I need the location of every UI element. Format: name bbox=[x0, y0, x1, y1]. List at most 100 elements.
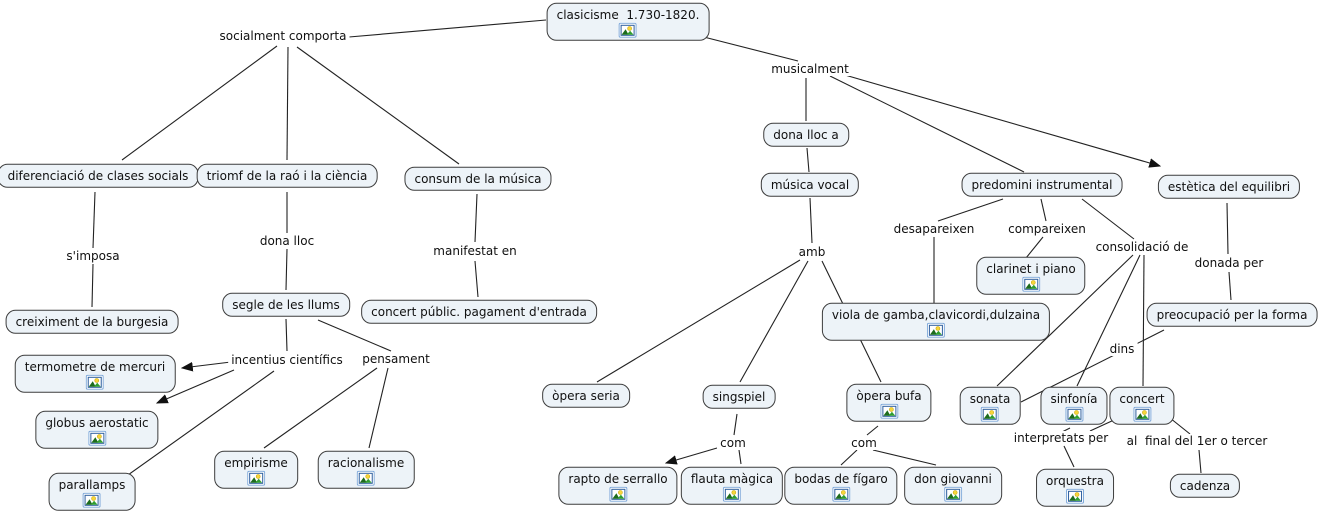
edge-singspiel-com bbox=[733, 413, 738, 436]
image-attachment-icon[interactable] bbox=[944, 487, 962, 502]
concept-orquestra[interactable]: orquestra bbox=[1036, 468, 1114, 508]
image-attachment-icon[interactable] bbox=[86, 375, 104, 390]
concept-label: música vocal bbox=[770, 177, 850, 192]
edge-operabufa-com2 bbox=[866, 425, 879, 436]
image-attachment-icon[interactable] bbox=[619, 23, 637, 38]
concept-label: racionalisme bbox=[327, 455, 405, 470]
linking-phrase-compareixen[interactable]: compareixen bbox=[1005, 222, 1089, 236]
concept-consum-de-la-musica[interactable]: consum de la música bbox=[404, 166, 552, 192]
image-attachment-icon[interactable] bbox=[927, 323, 945, 338]
concept-sinfonia[interactable]: sinfonía bbox=[1040, 386, 1108, 426]
concept-clarinet-i-piano[interactable]: clarinet i piano bbox=[976, 256, 1086, 296]
linking-phrase-dona-lloc[interactable]: dona lloc bbox=[256, 234, 318, 248]
linking-phrase-consolidacio-de[interactable]: consolidació de bbox=[1092, 240, 1192, 254]
concept-label: viola de gamba,clavicordi,dulzaina bbox=[831, 307, 1041, 322]
linking-phrase-musicalment[interactable]: musicalment bbox=[768, 62, 852, 76]
image-attachment-icon[interactable] bbox=[1065, 407, 1083, 422]
image-attachment-icon[interactable] bbox=[83, 493, 101, 508]
image-attachment-icon[interactable] bbox=[981, 407, 999, 422]
concept-label: orquestra bbox=[1046, 473, 1104, 488]
edge-musicalment-estetica bbox=[837, 72, 1162, 168]
concept-concert[interactable]: concert bbox=[1109, 386, 1175, 426]
image-attachment-icon[interactable] bbox=[357, 471, 375, 486]
concept-sonata[interactable]: sonata bbox=[959, 386, 1021, 426]
image-attachment-icon[interactable] bbox=[723, 487, 741, 502]
concept-opera-bufa[interactable]: òpera bufa bbox=[846, 383, 932, 423]
concept-label: concert públic. pagament d'entrada bbox=[371, 304, 587, 319]
linking-phrase-com-singspiel[interactable]: com bbox=[717, 436, 749, 450]
concept-triomf-de-la-rao[interactable]: triomf de la raó i la ciència bbox=[196, 163, 378, 189]
concept-label: dona lloc a bbox=[773, 127, 839, 142]
image-attachment-icon[interactable] bbox=[1133, 407, 1151, 422]
image-attachment-icon[interactable] bbox=[609, 487, 627, 502]
concept-label: clasicisme 1.730-1820. bbox=[556, 7, 700, 22]
edge-concert-alfinal bbox=[1169, 417, 1191, 435]
image-attachment-icon[interactable] bbox=[1066, 489, 1084, 504]
image-attachment-icon[interactable] bbox=[88, 431, 106, 446]
image-attachment-icon[interactable] bbox=[880, 404, 898, 419]
concept-opera-seria[interactable]: òpera seria bbox=[542, 383, 630, 409]
edge-com-flauta bbox=[738, 449, 742, 465]
edge-com2-dongiovanni bbox=[872, 449, 937, 466]
concept-label: termometre de mercuri bbox=[24, 359, 166, 374]
linking-phrase-simposa[interactable]: s'imposa bbox=[63, 249, 123, 263]
concept-label: creiximent de la burgesia bbox=[15, 314, 169, 329]
concept-creiximent-de-la-burgesia[interactable]: creiximent de la burgesia bbox=[5, 309, 179, 335]
image-attachment-icon[interactable] bbox=[247, 471, 265, 486]
concept-racionalisme[interactable]: racionalisme bbox=[317, 450, 415, 490]
edge-compareixen-clarinet bbox=[1025, 236, 1044, 259]
concept-clasicisme[interactable]: clasicisme 1.730-1820. bbox=[546, 2, 710, 42]
edges-group bbox=[91, 19, 1232, 481]
edge-interpretats-orquestra bbox=[1063, 445, 1075, 468]
linking-phrase-incentius-cientifics[interactable]: incentius científics bbox=[228, 353, 346, 367]
linking-phrase-pensament[interactable]: pensament bbox=[359, 352, 433, 366]
edge-clasicisme-musicalment bbox=[691, 33, 799, 62]
linking-phrase-com-operabufa[interactable]: com bbox=[848, 436, 880, 450]
concept-flauta-magica[interactable]: flauta màgica bbox=[680, 466, 784, 506]
concept-termometre-de-mercuri[interactable]: termometre de mercuri bbox=[14, 354, 176, 394]
concept-segle-de-les-llums[interactable]: segle de les llums bbox=[222, 292, 350, 318]
concept-musica-vocal[interactable]: música vocal bbox=[760, 172, 860, 198]
concept-don-giovanni[interactable]: don giovanni bbox=[904, 466, 1002, 506]
concept-label: globus aerostatic bbox=[45, 415, 149, 430]
concept-predomini-instrumental[interactable]: predomini instrumental bbox=[961, 172, 1123, 198]
linking-phrase-al-final-del-1er-o-tercer[interactable]: al final del 1er o tercer bbox=[1123, 434, 1271, 448]
concept-parallamps[interactable]: parallamps bbox=[48, 472, 136, 512]
edge-amb-singspiel bbox=[739, 260, 809, 383]
concept-estetica-del-equilibri[interactable]: estètica del equilibri bbox=[1157, 174, 1301, 200]
concept-dona-lloc-a[interactable]: dona lloc a bbox=[763, 122, 849, 148]
linking-phrase-interpretats-per[interactable]: interpretats per bbox=[1010, 431, 1112, 445]
concept-label: segle de les llums bbox=[232, 297, 340, 312]
concept-rapto-de-serrallo[interactable]: rapto de serrallo bbox=[558, 466, 678, 506]
linking-phrase-desapareixen[interactable]: desapareixen bbox=[890, 222, 978, 236]
edge-pensament-racionalisme bbox=[368, 367, 389, 449]
concept-label: singspiel bbox=[712, 389, 766, 404]
concept-preocupacio-per-la-forma[interactable]: preocupació per la forma bbox=[1146, 302, 1318, 328]
concept-concert-public[interactable]: concert públic. pagament d'entrada bbox=[361, 299, 597, 325]
edge-estetica-donadaper bbox=[1226, 202, 1229, 255]
concept-label: flauta màgica bbox=[690, 471, 774, 486]
edge-segle-pensament bbox=[317, 319, 392, 352]
concept-viola-de-gamba[interactable]: viola de gamba,clavicordi,dulzaina bbox=[821, 302, 1051, 342]
linking-phrase-dins[interactable]: dins bbox=[1106, 342, 1138, 356]
concept-label: cadenza bbox=[1179, 478, 1231, 493]
linking-phrase-manifestat-en[interactable]: manifestat en bbox=[430, 244, 520, 258]
edge-manifestat-concertpublic bbox=[474, 260, 479, 298]
linking-phrase-amb[interactable]: amb bbox=[795, 245, 829, 259]
concept-label: bodas de fígaro bbox=[794, 471, 888, 486]
concept-bodas-de-figaro[interactable]: bodas de fígaro bbox=[784, 466, 898, 506]
image-attachment-icon[interactable] bbox=[1022, 277, 1040, 292]
image-attachment-icon[interactable] bbox=[832, 487, 850, 502]
linking-phrase-socialment-comporta[interactable]: socialment comporta bbox=[216, 29, 350, 43]
linking-phrase-donada-per[interactable]: donada per bbox=[1191, 256, 1267, 270]
edge-consolidacio-sinfonia bbox=[1076, 254, 1141, 387]
concept-globus-aerostatic[interactable]: globus aerostatic bbox=[35, 410, 159, 450]
edge-segle-incentius bbox=[285, 318, 288, 352]
concept-empirisme[interactable]: empirisme bbox=[214, 450, 298, 490]
edge-predomini-desapareixen bbox=[937, 198, 1004, 222]
concept-cadenza[interactable]: cadenza bbox=[1169, 473, 1241, 499]
edge-com2-bodas bbox=[840, 449, 858, 466]
concept-diferenciacio-de-clases-socials[interactable]: diferenciació de clases socials bbox=[0, 163, 199, 189]
concept-singspiel[interactable]: singspiel bbox=[702, 384, 776, 410]
edge-socialment-triomf bbox=[286, 46, 289, 161]
